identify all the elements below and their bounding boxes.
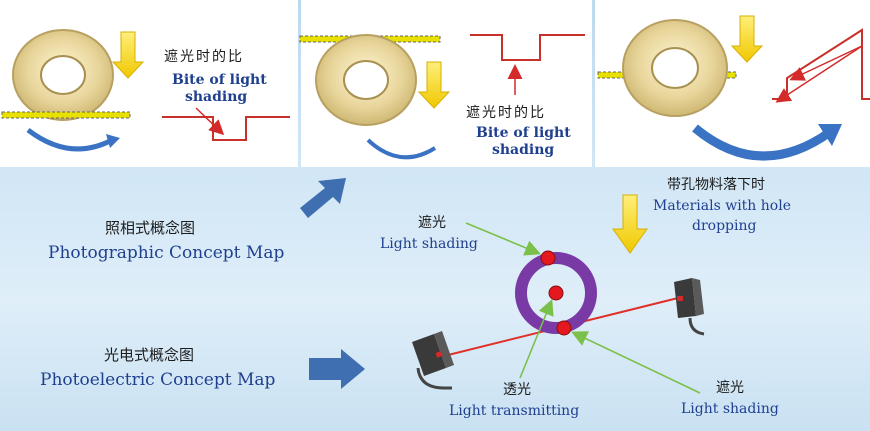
panel1-label-en2: shading xyxy=(185,89,248,105)
pointer-shading-bottom xyxy=(571,331,701,394)
panel3-down-arrow-icon xyxy=(730,15,764,63)
transmitting-label-zh: 透光 xyxy=(503,382,531,398)
panel2-washer xyxy=(315,34,417,126)
panel1-down-arrow-icon xyxy=(111,31,145,79)
panel2-down-arrow-icon xyxy=(417,61,451,109)
panel1-washer xyxy=(12,29,114,121)
shading-point-top xyxy=(540,250,556,266)
transmitting-point xyxy=(548,285,564,301)
panel1-curved-arrow xyxy=(26,128,114,152)
photographic-arrow-icon xyxy=(300,178,346,218)
photoelectric-label-en: Photoelectric Concept Map xyxy=(40,370,276,390)
panel1-signal-waveform xyxy=(162,116,290,141)
shading-point-bottom xyxy=(556,320,572,336)
shading-bottom-label-en: Light shading xyxy=(681,401,779,417)
falling-label-zh: 带孔物料落下时 xyxy=(667,177,765,193)
panel1-label-en: Bite of light xyxy=(172,72,267,88)
shading-top-label-zh: 遮光 xyxy=(418,215,446,231)
panel2-label-en2: shading xyxy=(492,142,555,158)
transmitting-label-en: Light transmitting xyxy=(449,403,580,419)
panel3-pointer-upper xyxy=(789,45,863,81)
panel1-label-zh: 遮光时的比 xyxy=(164,49,244,65)
falling-label-en2: dropping xyxy=(692,218,757,234)
panel2-curved-arrow xyxy=(366,138,437,160)
falling-label-en: Materials with hole xyxy=(653,198,791,214)
shading-bottom-label-zh: 遮光 xyxy=(716,380,744,396)
pointer-shading-top xyxy=(465,222,541,256)
panel3-washer xyxy=(622,19,728,117)
panel1-light-bar xyxy=(1,111,131,119)
panel3-pointer-lower xyxy=(775,45,863,103)
shading-top-label-en: Light shading xyxy=(380,236,478,252)
panel1-curved-arrow-head-icon xyxy=(106,134,120,148)
ring-material xyxy=(515,252,597,334)
panel1-pointer xyxy=(195,107,225,136)
photographic-label-zh: 照相式概念图 xyxy=(105,219,196,237)
pointer-transmitting xyxy=(519,299,554,379)
photoelectric-label-zh: 光电式概念图 xyxy=(104,346,195,364)
panel2-label-zh: 遮光时的比 xyxy=(466,105,546,121)
sensor-emitter-icon xyxy=(412,331,454,390)
panel2-label-en: Bite of light xyxy=(476,125,571,141)
panel3-curved-arrow-head-icon xyxy=(818,124,842,146)
falling-arrow-icon xyxy=(612,194,648,254)
panel2-signal-waveform xyxy=(470,34,585,61)
sensor-receiver-icon xyxy=(674,278,705,336)
photographic-label-en: Photographic Concept Map xyxy=(48,243,285,263)
photoelectric-arrow-icon xyxy=(309,349,365,389)
panel3-curved-arrow xyxy=(692,124,833,161)
